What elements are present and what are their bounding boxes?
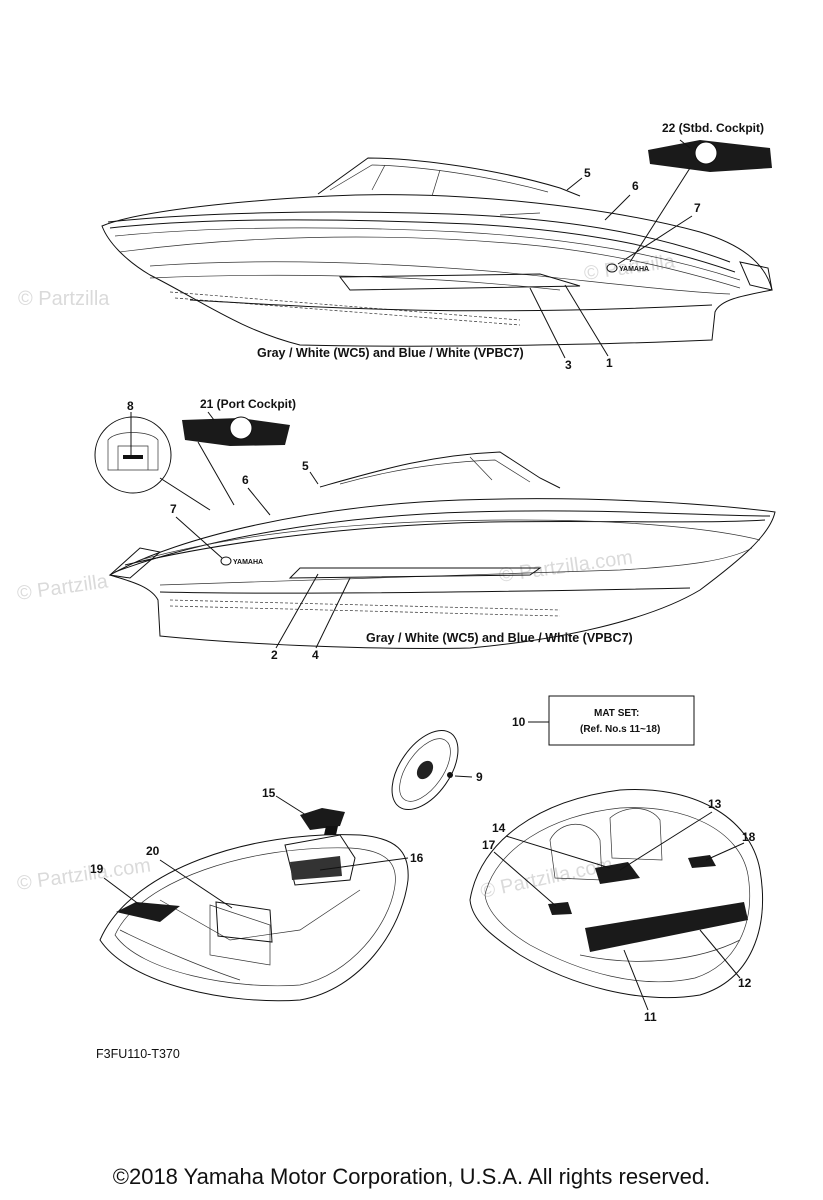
callout-8: 8 [127, 399, 134, 413]
callout-13: 13 [708, 797, 722, 811]
callout-3: 3 [565, 358, 572, 372]
mat-set-box: MAT SET: (Ref. No.s 11~18) 10 [512, 695, 695, 746]
top-boat-caption: Gray / White (WC5) and Blue / White (VPB… [257, 346, 524, 360]
callout-4: 4 [312, 648, 319, 662]
callout-14: 14 [492, 821, 506, 835]
callout-18: 18 [742, 830, 756, 844]
copyright-footer: ©2018 Yamaha Motor Corporation, U.S.A. A… [112, 1164, 711, 1189]
steering-wheel: 9 [391, 729, 483, 811]
callout-9: 9 [476, 770, 483, 784]
detail-circle-8: 8 [94, 399, 211, 511]
yamaha-logo-text: YAMAHA [233, 559, 263, 566]
hull-outline [108, 498, 776, 649]
stern-interior-diagram: 13 14 17 18 12 11 [469, 788, 763, 1024]
hull-outline [101, 194, 773, 347]
callout-12: 12 [738, 976, 752, 990]
stbd-cockpit-decal: 22 (Stbd. Cockpit) [629, 121, 772, 263]
port-cockpit-decal: 21 (Port Cockpit) [182, 397, 296, 506]
callout-10: 10 [512, 715, 526, 729]
callout-15: 15 [262, 786, 276, 800]
callout-5: 5 [302, 459, 309, 473]
callout-17: 17 [482, 838, 496, 852]
boat-port-diagram: YAMAHA [108, 451, 776, 649]
callout-11: 11 [644, 1010, 657, 1024]
watermark: © Partzilla.com [16, 854, 153, 895]
callout-7: 7 [694, 201, 701, 215]
yamaha-logo-icon [606, 263, 618, 273]
watermark: © Partzilla [18, 288, 110, 310]
watermark: © Partzilla.com [478, 853, 614, 903]
bow-interior-diagram: 15 16 19 20 [90, 786, 424, 1002]
callout-6: 6 [632, 179, 639, 193]
callout-16: 16 [410, 851, 424, 865]
watermark: © Partzilla.com [498, 546, 635, 587]
mat-set-ref: (Ref. No.s 11~18) [580, 724, 660, 735]
top-callouts: 5 6 7 1 3 Gray / White (WC5) and Blue / … [257, 166, 701, 372]
yamaha-logo-text: YAMAHA [619, 266, 649, 273]
boat-starboard-diagram: YAMAHA [101, 157, 773, 347]
callout-19: 19 [90, 862, 104, 876]
callout-6: 6 [242, 473, 249, 487]
callout-20: 20 [146, 844, 160, 858]
callout-2: 2 [271, 648, 278, 662]
callout-1: 1 [606, 356, 613, 370]
callout-7: 7 [170, 502, 177, 516]
middle-callouts: 5 6 7 2 4 Gray / White (WC5) and Blue / … [170, 459, 633, 662]
mat-set-title: MAT SET: [594, 708, 639, 719]
middle-boat-caption: Gray / White (WC5) and Blue / White (VPB… [366, 631, 633, 645]
yamaha-logo-icon [220, 556, 232, 566]
diagram-code: F3FU110-T370 [96, 1047, 180, 1061]
watermark: © Partzilla [16, 570, 110, 605]
port-cockpit-label: 21 (Port Cockpit) [200, 397, 296, 411]
stbd-cockpit-label: 22 (Stbd. Cockpit) [662, 121, 764, 135]
callout-5: 5 [584, 166, 591, 180]
